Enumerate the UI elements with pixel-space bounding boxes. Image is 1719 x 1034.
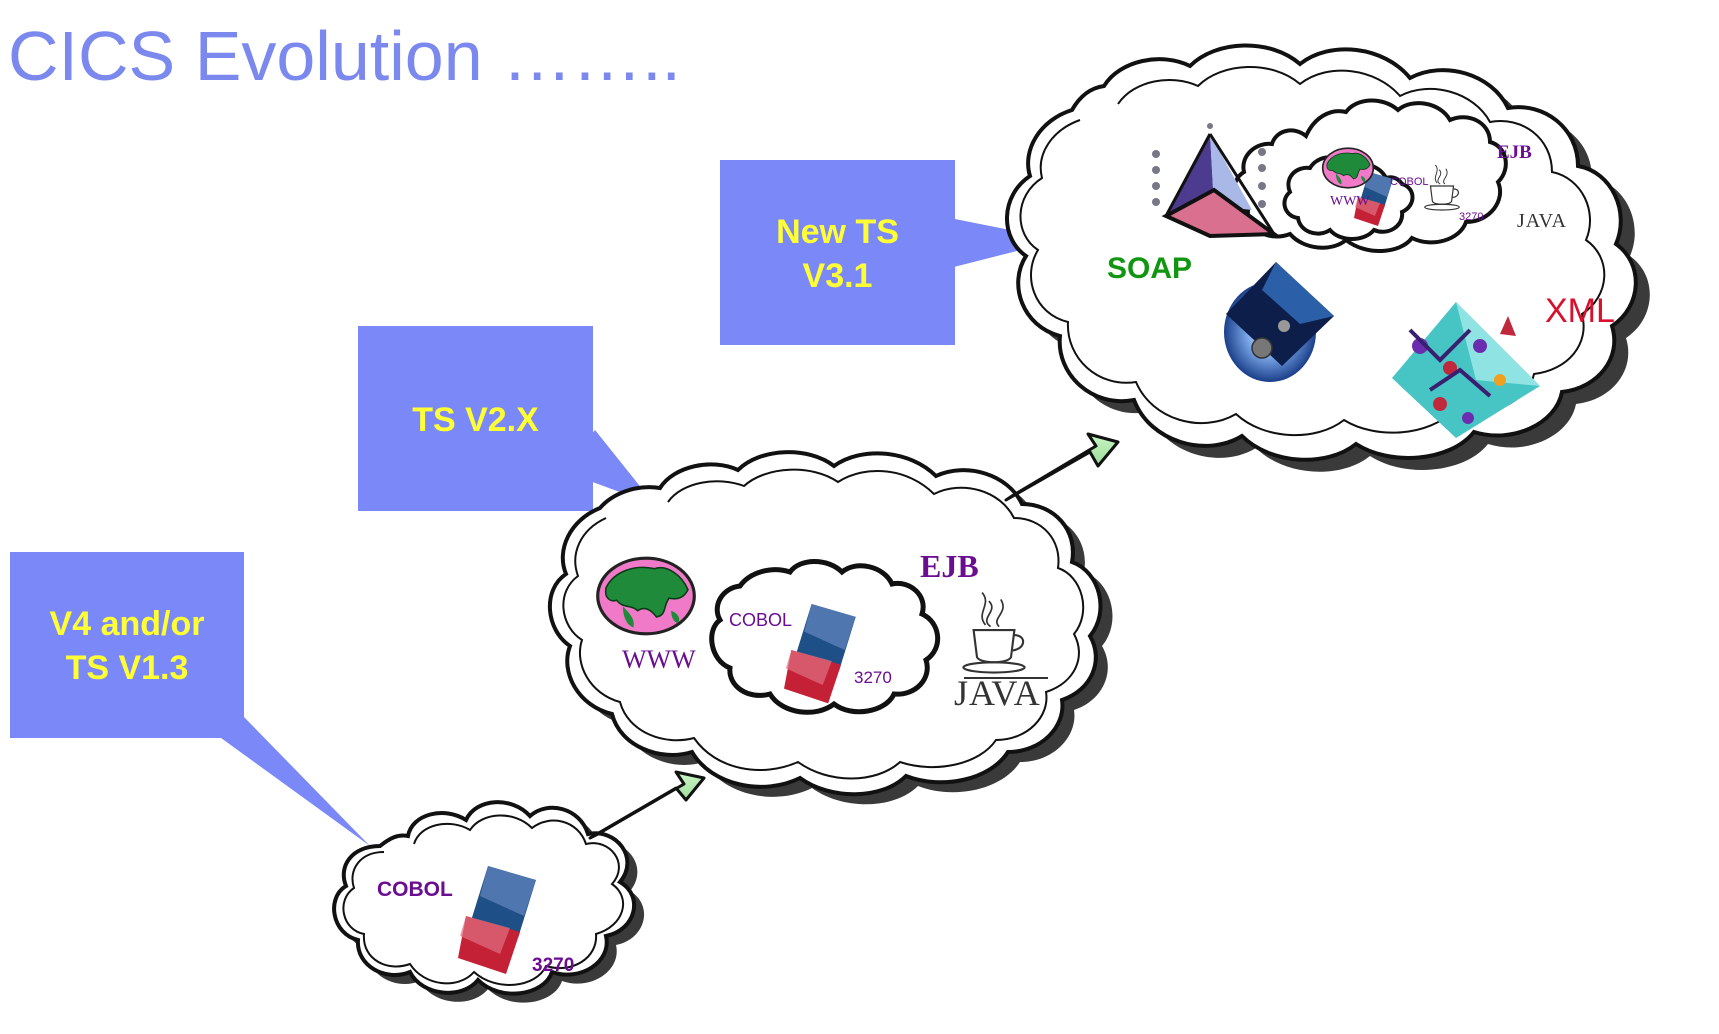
code-3270-label-small: 3270 xyxy=(532,955,575,976)
cobol-label-small: COBOL xyxy=(377,878,453,901)
ejb-label-medium: EJB xyxy=(920,548,979,584)
cloud-medium xyxy=(548,450,1113,805)
code-3270-label-large: 3270 xyxy=(1459,211,1484,223)
java-label-large: JAVA xyxy=(1517,210,1567,232)
soap-label: SOAP xyxy=(1107,252,1193,285)
space-globe-icon xyxy=(1224,262,1334,382)
callout-new-ts xyxy=(720,160,1060,345)
callout-v4 xyxy=(10,552,370,846)
callout-new-ts-text: New TS V3.1 xyxy=(720,210,955,298)
callout-v4-line2: TS V1.3 xyxy=(65,649,189,687)
java-label-medium: JAVA xyxy=(954,673,1041,713)
callout-new-ts-line2: V3.1 xyxy=(802,257,873,295)
callout-ts-v2-text: TS V2.X xyxy=(358,398,593,442)
callout-ts-v2-line1: TS V2.X xyxy=(412,401,539,439)
callout-v4-line1: V4 and/or xyxy=(49,605,205,643)
callout-ts-v2 xyxy=(358,326,655,511)
arrow-to-medium xyxy=(588,770,706,840)
cloud-small xyxy=(332,800,645,1003)
cobol-label-medium: COBOL xyxy=(729,610,793,630)
code-3270-label-medium: 3270 xyxy=(854,668,892,687)
page-title: CICS Evolution …….. xyxy=(8,17,681,95)
www-label-large: WWW xyxy=(1330,194,1370,209)
xml-label: XML xyxy=(1545,292,1615,330)
ejb-label-large: EJB xyxy=(1497,142,1532,163)
callout-new-ts-line1: New TS xyxy=(776,213,899,251)
www-label-medium: WWW xyxy=(622,645,696,674)
pyramid-icon xyxy=(1152,123,1280,239)
callout-v4-text: V4 and/or TS V1.3 xyxy=(10,602,244,690)
cobol-label-large: COBOL xyxy=(1390,176,1429,188)
cloud-large xyxy=(1005,43,1650,472)
globe-icon-large xyxy=(1321,147,1375,189)
globe-icon-medium xyxy=(596,556,696,636)
arrow-to-large xyxy=(1004,432,1120,502)
xml-graphic-icon xyxy=(1392,302,1540,438)
